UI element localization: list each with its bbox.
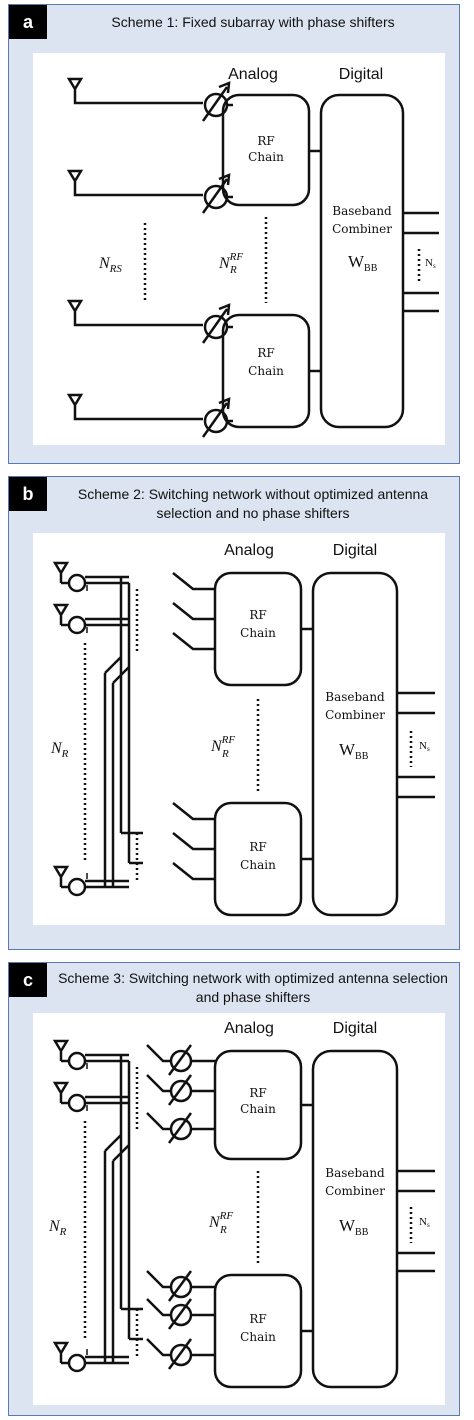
panel-scheme-1: a Scheme 1: Fixed subarray with phase sh… — [8, 4, 460, 464]
combiner-label: Baseband — [325, 690, 385, 704]
analog-label: Analog — [224, 542, 274, 559]
panel-title: Scheme 2: Switching network without opti… — [77, 486, 429, 521]
combiner-label: Combiner — [332, 222, 392, 236]
phase-shifter-icon — [146, 1074, 215, 1106]
rf-chain-label: RF — [249, 1312, 266, 1326]
panel-badge: b — [9, 477, 47, 511]
switch-icon — [67, 573, 87, 593]
panel-title: Scheme 1: Fixed subarray with phase shif… — [111, 14, 395, 30]
combiner-label: Combiner — [325, 708, 385, 722]
digital-label: Digital — [333, 542, 377, 559]
phase-shifter-icon — [146, 1298, 215, 1330]
antenna-icon — [52, 561, 70, 583]
rf-chain-label: Chain — [240, 626, 276, 640]
antenna-group — [66, 77, 203, 421]
rf-chain-count-label: NRF — [210, 734, 235, 755]
panel-badge: c — [9, 963, 47, 997]
digital-label: Digital — [339, 66, 383, 83]
panel-title: Scheme 3: Switching network with optimiz… — [58, 970, 448, 1005]
antenna-count-label: NR — [50, 740, 69, 760]
phase-shifter-icon — [146, 1112, 215, 1144]
panel-scheme-2: b Scheme 2: Switching network without op… — [8, 476, 460, 950]
rf-chain-label: Chain — [248, 150, 284, 164]
combiner-label: Baseband — [332, 204, 392, 218]
switch-icon — [67, 1051, 87, 1071]
antenna-icon — [52, 865, 70, 887]
antenna-switch-group — [52, 1039, 143, 1373]
antenna-switch-group — [52, 561, 143, 897]
switch-icon — [67, 1353, 87, 1373]
rf-chain-label: RF — [249, 608, 266, 622]
scheme-1-diagram: Analog Digital NRS RF Chain NRF R RF Cha… — [33, 53, 445, 445]
analog-label: Analog — [224, 1020, 274, 1037]
rf-chain-count-sub: R — [221, 748, 229, 760]
antenna-icon — [66, 299, 203, 327]
phase-shifter-icon — [201, 303, 233, 344]
stream-count-label: Ns — [419, 1216, 430, 1229]
rf-chain-label: RF — [257, 346, 274, 360]
switch-icon — [67, 615, 87, 635]
baseband-combiner-box — [319, 93, 405, 429]
rf-chain-label: Chain — [240, 1102, 276, 1116]
combiner-matrix-label: WBB — [339, 740, 369, 762]
phase-shifter-icon — [201, 173, 233, 214]
analog-label: Analog — [228, 66, 278, 83]
combiner-label: Combiner — [325, 1184, 385, 1198]
combiner-label: Baseband — [325, 1166, 385, 1180]
phase-shifter-icon — [201, 81, 233, 122]
rf-chain-count-sub: R — [219, 1224, 227, 1236]
rf-chain-label: Chain — [240, 1330, 276, 1344]
combiner-matrix-label: WBB — [348, 252, 378, 274]
antenna-count-label: NRS — [98, 255, 122, 275]
phase-shifter-icon — [146, 1044, 215, 1076]
antenna-icon — [52, 1081, 70, 1103]
input-switch-group — [172, 572, 215, 881]
phase-shifter-icon — [201, 397, 233, 438]
panel-scheme-3: c Scheme 3: Switching network with optim… — [8, 962, 460, 1416]
antenna-icon — [52, 603, 70, 625]
rf-chain-label: Chain — [240, 858, 276, 872]
stream-count-label: Ns — [425, 257, 436, 270]
rf-chain-count-label: NRF — [218, 251, 243, 272]
digital-label: Digital — [333, 1020, 377, 1037]
combiner-matrix-label: WBB — [339, 1216, 369, 1238]
rf-chain-count-label: NRF — [208, 1210, 233, 1231]
phase-shifter-icon — [146, 1338, 215, 1370]
antenna-icon — [52, 1039, 70, 1061]
phase-shifter-icon — [146, 1270, 215, 1302]
scheme-2-diagram: Analog Digital NR — [33, 533, 445, 925]
switch-phase-shifter-group — [146, 1044, 215, 1370]
antenna-icon — [52, 1341, 70, 1363]
rf-chain-label: RF — [249, 1086, 266, 1100]
panel-badge: a — [9, 5, 47, 39]
rf-chain-count-sub: R — [229, 264, 237, 276]
antenna-icon — [66, 169, 203, 197]
baseband-combiner-box — [311, 571, 399, 917]
scheme-3-diagram: Analog Digital NR — [33, 1013, 445, 1405]
stream-count-label: Ns — [419, 740, 430, 753]
switch-icon — [67, 1093, 87, 1113]
antenna-icon — [66, 393, 203, 421]
antenna-icon — [66, 77, 203, 105]
antenna-count-label: NR — [48, 1218, 67, 1238]
switch-icon — [67, 877, 87, 897]
rf-chain-label: RF — [249, 840, 266, 854]
rf-chain-label: RF — [257, 134, 274, 148]
baseband-combiner-box — [311, 1049, 399, 1389]
rf-chain-label: Chain — [248, 364, 284, 378]
